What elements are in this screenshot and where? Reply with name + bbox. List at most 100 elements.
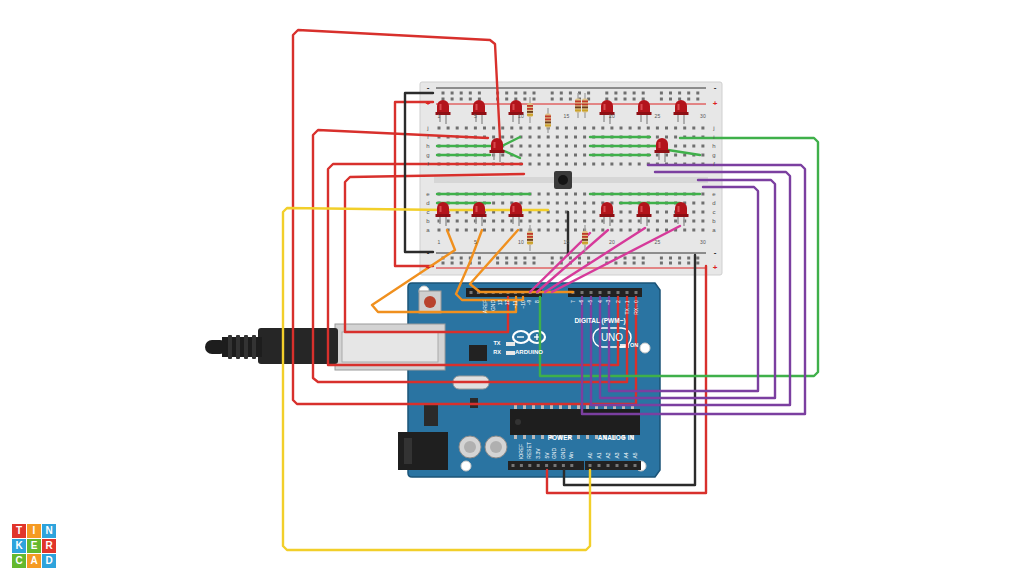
resistor-band [545,116,551,118]
rail-hole [696,262,699,265]
led [509,100,524,124]
breadboard-hole [565,154,568,157]
breadboard-hole [510,145,513,148]
led-leg [481,216,483,226]
reset-button [419,291,441,313]
led-leg [475,216,477,224]
reset-button [424,296,436,308]
header-hole [598,464,601,467]
rail-hole [624,98,627,101]
breadboard-hole [565,136,568,139]
breadboard-hole [701,202,704,205]
rail-hole [523,262,526,265]
breadboard-hole [492,136,495,139]
breadboard-hole [556,154,559,157]
led [637,100,652,124]
rail-hole [633,98,636,101]
breadboard-hole [601,163,604,166]
led-body [491,138,503,152]
chip-pin [532,435,535,439]
breadboard-hole [547,136,550,139]
breadboard-hole [665,229,668,232]
column-number: 10 [518,240,524,245]
led-body [675,100,687,114]
logo-tile [42,524,56,538]
breadboard-hole [547,229,550,232]
resistor-band [582,107,588,109]
header-hole [520,464,523,467]
resistor-band [545,125,551,127]
breadboard-hole [583,211,586,214]
header-hole [617,291,620,294]
led-body [473,100,485,114]
jumper-wire [456,230,523,300]
led-leg [646,216,648,226]
mounting-hole [461,461,471,471]
rail-hole [669,262,672,265]
resistor-band [582,233,588,235]
rail-hole [660,98,663,101]
led-rim [490,150,505,153]
rail-sign: + [426,100,431,108]
led-highlight [440,104,442,110]
led-leg [640,216,642,224]
led-highlight [641,104,643,110]
rail-hole [696,92,699,95]
breadboard-hole [574,193,577,196]
resistor-band [527,108,533,110]
breadboard-jumper [620,202,680,204]
header-hole [470,291,473,294]
rail-hole [551,262,554,265]
breadboard-hole [574,202,577,205]
breadboard-hole [538,154,541,157]
led-leg [683,216,685,226]
chip-pin [532,405,535,409]
breadboard-hole [501,220,504,223]
usb-connector [342,332,438,362]
led-body [601,100,613,114]
model-oval [593,328,631,347]
jumper-wire [609,187,758,391]
rail-hole [533,98,536,101]
breadboard-hole [547,202,550,205]
breadboard-hole [656,229,659,232]
resistor-symbol [527,97,533,123]
led-highlight [641,206,643,212]
chip-pin [577,405,580,409]
rail-hole [678,92,681,95]
led-body [437,202,449,216]
row-letter: h [712,143,715,149]
row-letter: b [426,218,429,224]
breadboard-hole [447,127,450,130]
logo-tile [12,524,26,538]
led-highlight [513,206,515,212]
rail-hole [660,257,663,260]
rail-hole [451,262,454,265]
header-hole [626,291,629,294]
rail-hole [505,262,508,265]
breadboard-hole [529,202,532,205]
led [674,202,689,226]
rail-hole [687,257,690,260]
rail-hole [533,92,536,95]
breadboard-hole [501,229,504,232]
rail-sign: - [714,84,717,92]
usb-plug [258,328,338,364]
breadboard-hole [620,127,623,130]
rail-hole [687,92,690,95]
push-button [558,175,568,185]
breadboard-hole [547,154,550,157]
rail-hole [496,257,499,260]
led-highlight [494,142,496,148]
breadboard [420,82,722,275]
rail-hole [460,257,463,260]
breadboard-hole [610,127,613,130]
jumper-wire [591,172,790,405]
header-hole [589,464,592,467]
rail-hole [514,92,517,95]
pin-label: RX←0 [633,300,638,315]
breadboard-hole [538,202,541,205]
breadboard-hole [701,127,704,130]
chip-pin [514,435,517,439]
rail-sign: + [426,264,431,272]
